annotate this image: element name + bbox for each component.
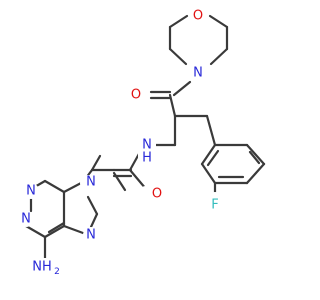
amine-subscript-label: 2 (54, 267, 60, 277)
bond (62, 180, 85, 194)
bond (128, 168, 148, 191)
bond (89, 212, 99, 229)
bond (62, 224, 85, 235)
purine-n1-label: N (21, 212, 31, 227)
bond (200, 143, 217, 166)
bond (208, 14, 229, 29)
carbonyl-oxygen-top-label: O (131, 88, 141, 103)
bond (172, 80, 192, 97)
bond (245, 162, 266, 185)
bond (112, 171, 127, 192)
bond (206, 149, 220, 167)
bond (248, 150, 261, 165)
bond (47, 221, 66, 234)
bond (90, 154, 102, 172)
morpholine-nitrogen-label: N (193, 66, 203, 81)
purine-n9-label: N (86, 175, 96, 190)
morpholine-oxygen-label: O (193, 9, 203, 24)
bond (168, 14, 189, 29)
bond (209, 47, 229, 66)
carbonyl-oxygen-mid-label: O (152, 187, 162, 202)
bond (43, 224, 66, 239)
purine-core (24, 179, 99, 260)
bond (205, 114, 217, 147)
morpholine-ring (168, 14, 229, 66)
bond (168, 93, 177, 118)
purine-n7-label: N (86, 228, 96, 243)
bond (168, 47, 188, 66)
bond (245, 143, 266, 166)
bond (24, 224, 47, 239)
bond (200, 162, 217, 185)
fluorophenyl-ring (200, 143, 266, 196)
molecule-structure: O N O N H O F N N N N NH 2 (21, 8, 266, 277)
bond (86, 195, 99, 216)
purine-n3-label: N (26, 184, 36, 199)
fluorine-label: F (211, 198, 218, 213)
amine-label: NH (32, 260, 52, 275)
amide-hydrogen-label: H (142, 151, 152, 166)
amide-nitrogen-label: N (142, 138, 152, 153)
bond (43, 179, 66, 194)
